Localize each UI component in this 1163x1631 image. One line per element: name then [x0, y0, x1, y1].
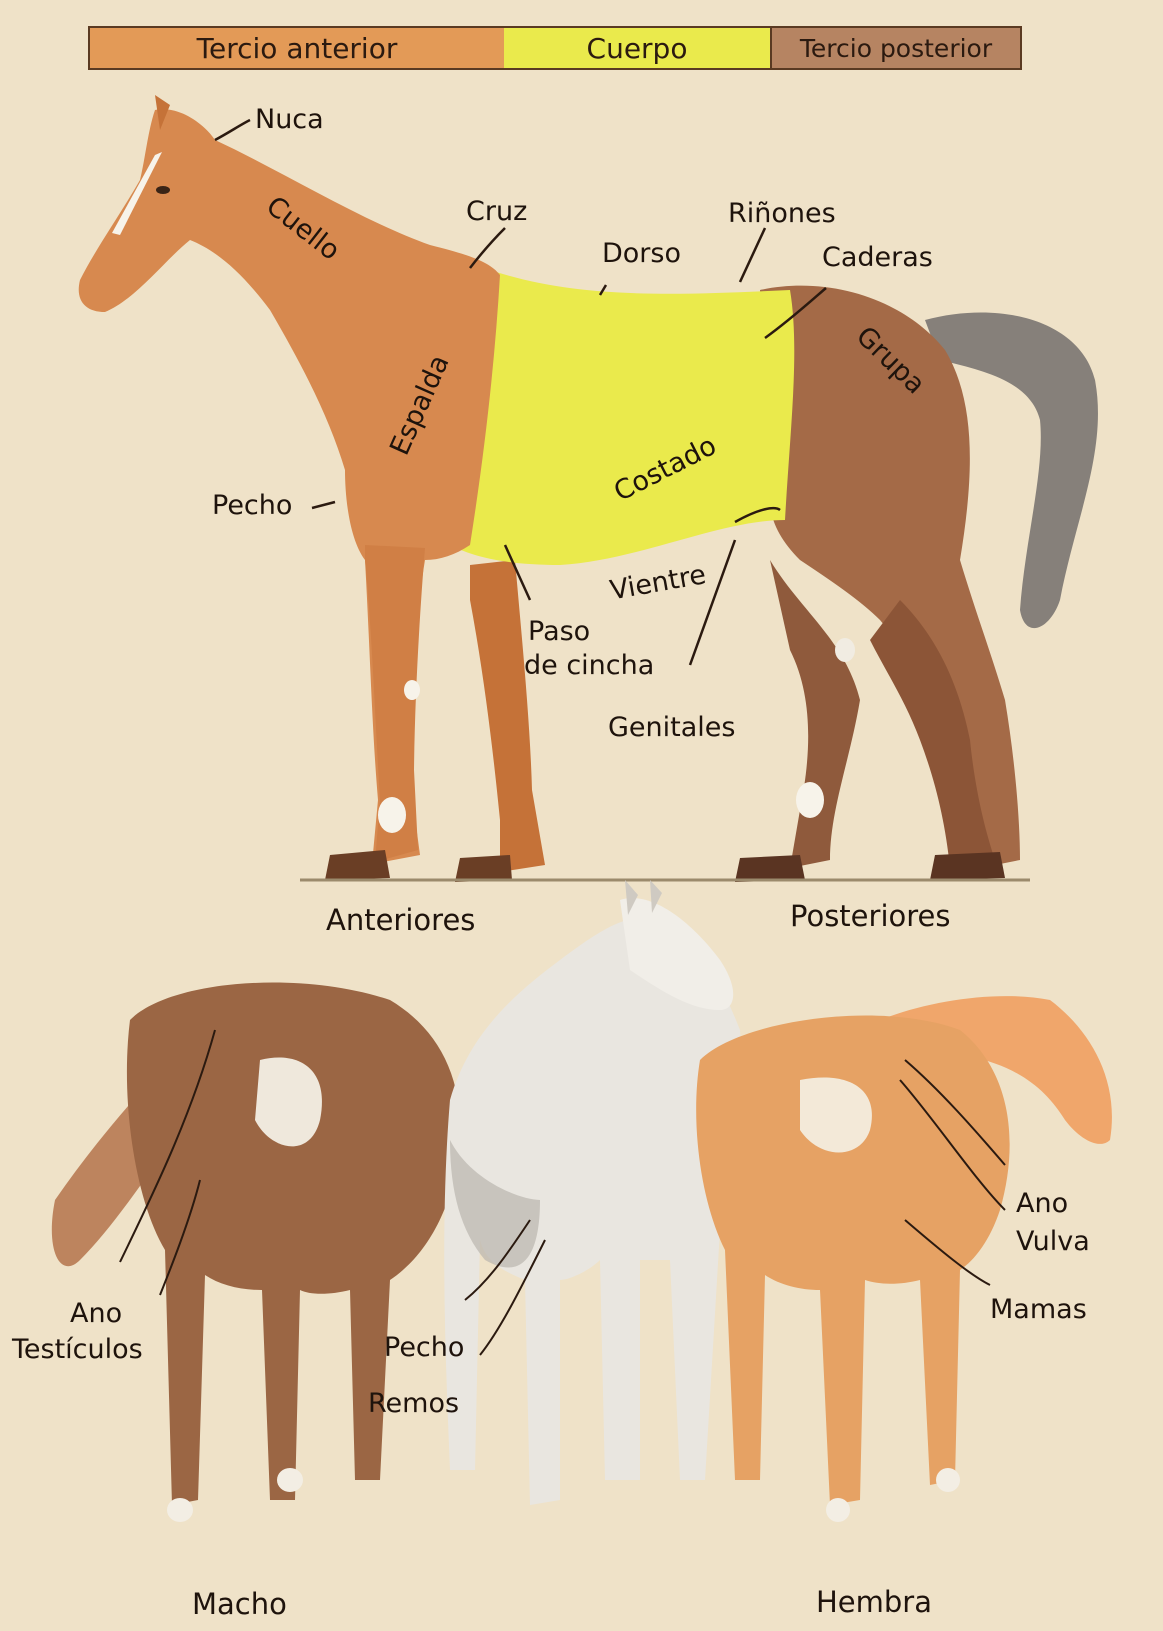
- label-macho-ano: Ano: [70, 1300, 122, 1327]
- white-marking: [277, 1468, 303, 1492]
- label-hembra: Hembra: [816, 1588, 932, 1617]
- white-marking: [936, 1468, 960, 1492]
- label-cruz: Cruz: [466, 198, 527, 225]
- white-marking: [404, 680, 420, 700]
- grey-front-view: [444, 880, 742, 1505]
- far-hindleg: [770, 560, 860, 868]
- label-mamas: Mamas: [990, 1296, 1087, 1323]
- hoof: [735, 855, 805, 882]
- white-marking: [826, 1498, 850, 1522]
- side-view-horse: [79, 95, 1098, 882]
- label-remos: Remos: [368, 1390, 459, 1417]
- label-rinones: Riñones: [728, 200, 836, 227]
- label-hembra-ano: Ano: [1016, 1190, 1068, 1217]
- label-vulva: Vulva: [1016, 1228, 1090, 1255]
- label-posteriores: Posteriores: [790, 902, 950, 931]
- hoof: [325, 850, 390, 880]
- label-macho: Macho: [192, 1590, 287, 1619]
- label-anteriores: Anteriores: [326, 906, 475, 935]
- label-testiculos: Testículos: [12, 1336, 143, 1363]
- white-marking: [835, 638, 855, 662]
- hoof: [930, 852, 1005, 880]
- label-nuca: Nuca: [255, 106, 324, 133]
- far-foreleg: [470, 560, 545, 872]
- body-region: [450, 270, 794, 565]
- label-grey-pecho: Pecho: [384, 1334, 464, 1361]
- white-marking: [796, 782, 824, 818]
- white-marking: [167, 1498, 193, 1522]
- label-paso: Paso: [528, 618, 590, 645]
- label-pecho: Pecho: [212, 492, 292, 519]
- label-caderas: Caderas: [822, 244, 933, 271]
- label-dorso: Dorso: [602, 240, 681, 267]
- white-marking: [255, 1058, 322, 1147]
- hembra-rear-view: [696, 996, 1112, 1522]
- eye: [156, 186, 170, 194]
- white-marking: [378, 797, 406, 833]
- macho-rear-view: [52, 983, 461, 1522]
- label-de-cincha: de cincha: [524, 652, 654, 679]
- label-genitales: Genitales: [608, 714, 735, 741]
- hoof: [455, 855, 512, 882]
